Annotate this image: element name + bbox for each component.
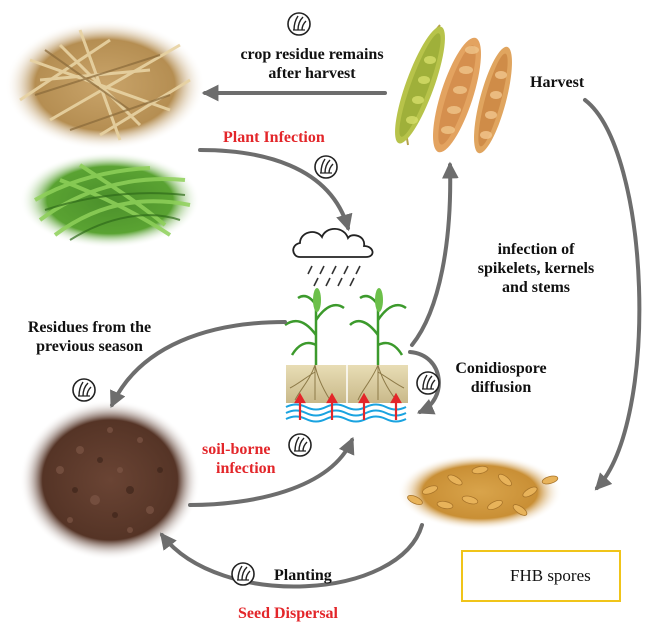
fhb-spore-icon <box>314 155 338 179</box>
arrow-soil-borne <box>188 436 355 507</box>
label-soilborne-line2: infection <box>216 460 276 477</box>
label-residues-line1: Residues from the <box>27 319 152 336</box>
label-crop-residue-line2: after harvest <box>268 65 356 82</box>
soil-image <box>20 400 200 560</box>
label-seed-dispersal: Seed Dispersal <box>238 605 338 622</box>
wheat-ears-image <box>395 24 512 154</box>
label-infection-line2: spikelets, kernels <box>477 260 595 277</box>
arrow-harvest <box>583 98 642 491</box>
label-infection-line1: infection of <box>497 241 575 258</box>
label-planting: Planting <box>274 567 332 584</box>
label-infection-line3: and stems <box>501 279 570 296</box>
label-soilborne-line1: soil-borne <box>202 441 271 458</box>
grain-pile-image <box>398 454 562 530</box>
label-conidiospore-line1: Conidiospore <box>455 360 547 377</box>
legend-box <box>461 550 621 602</box>
fhb-spore-icon <box>287 12 311 36</box>
label-soil-borne: soil-borne infection <box>202 440 276 478</box>
arrow-residues-previous <box>110 320 287 409</box>
fhb-spore-icon <box>231 562 255 586</box>
fhb-spore-icon <box>72 378 96 402</box>
label-residues-line2: previous season <box>36 338 143 355</box>
green-leaves-image <box>20 152 200 248</box>
straw-residue-image <box>5 20 205 150</box>
fhb-spore-icon <box>416 371 440 395</box>
rain-cloud-icon <box>292 227 374 287</box>
label-conidiospore-line2: diffusion <box>470 379 532 396</box>
label-residues-previous: Residues from the previous season <box>2 318 177 356</box>
label-infection-spikelets: infection of spikelets, kernels and stem… <box>462 240 610 297</box>
label-conidiospore: Conidiospore diffusion <box>448 359 554 397</box>
fhb-spore-icon <box>288 433 312 457</box>
label-harvest: Harvest <box>530 74 585 91</box>
arrow-seed-dispersal <box>159 523 424 589</box>
label-crop-residue-line1: crop residue remains <box>240 46 384 63</box>
label-plant-infection: Plant Infection <box>223 129 325 146</box>
label-crop-residue: crop residue remains after harvest <box>212 45 412 83</box>
legend-label: FHB spores <box>510 566 591 585</box>
arrow-plant-infection <box>198 148 353 232</box>
wheat-plant-cross-section <box>284 288 408 423</box>
arrow-infection-up <box>410 161 459 347</box>
